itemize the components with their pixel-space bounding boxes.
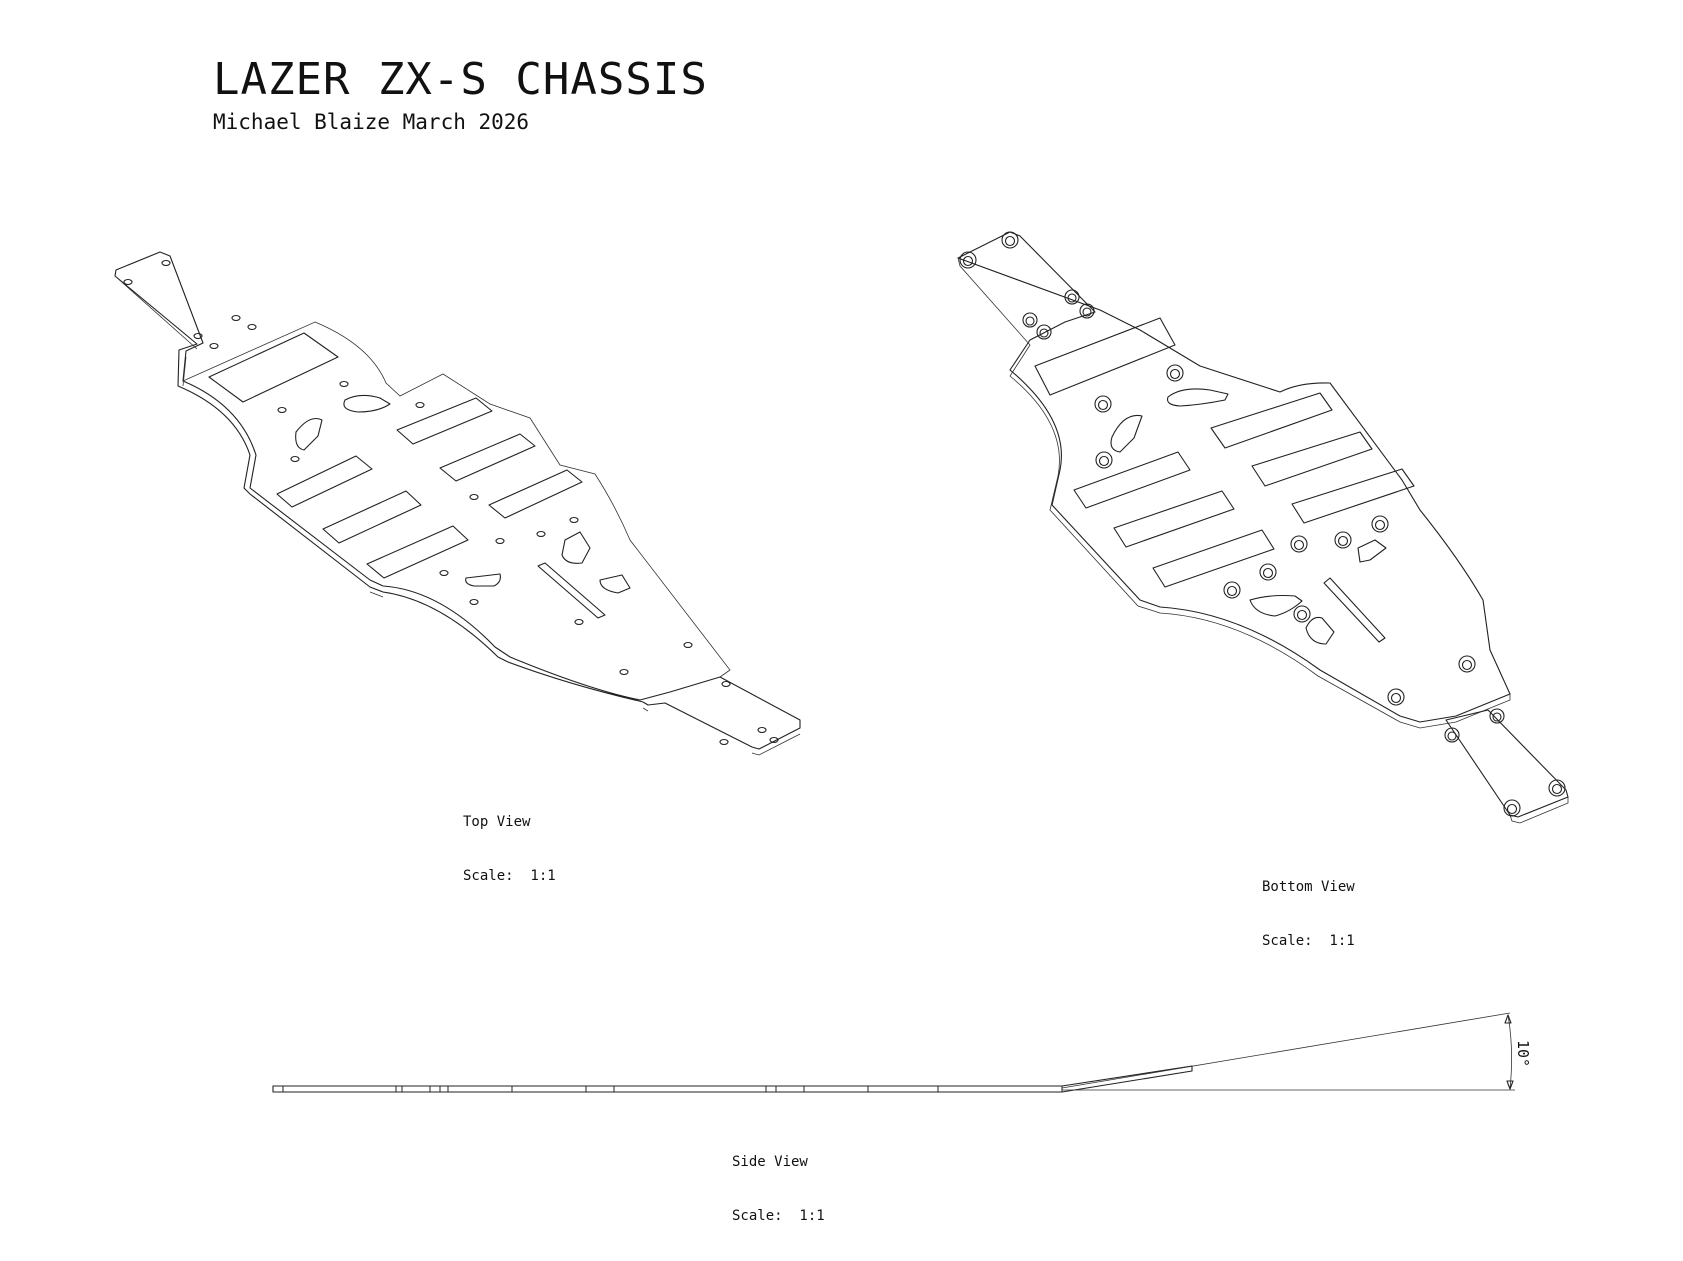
bottom-view-holes bbox=[959, 231, 1566, 817]
top-view-name: Top View bbox=[463, 814, 531, 830]
top-view-slots bbox=[208, 332, 631, 619]
side-view-caption: Side View Scale: 1:1 bbox=[732, 1117, 825, 1261]
bottom-view-scale: Scale: 1:1 bbox=[1262, 933, 1355, 949]
side-view-plate bbox=[272, 1065, 1193, 1093]
side-view-name: Side View bbox=[732, 1154, 808, 1170]
bottom-view-caption: Bottom View Scale: 1:1 bbox=[1262, 842, 1355, 986]
kick-angle-value: 10° bbox=[1514, 1040, 1532, 1067]
side-view-scale: Scale: 1:1 bbox=[732, 1208, 825, 1224]
top-view-chassis bbox=[114, 251, 801, 756]
bottom-view-rear-tab bbox=[1445, 709, 1569, 818]
side-view-chassis: 10° bbox=[272, 1012, 1532, 1093]
drawing-sheet: LAZER ZX-S CHASSIS Michael Blaize March … bbox=[114, 54, 1569, 1224]
bottom-view-name: Bottom View bbox=[1262, 879, 1355, 895]
top-view-holes bbox=[123, 259, 779, 746]
top-view-caption: Top View Scale: 1:1 bbox=[463, 777, 556, 921]
top-view-scale: Scale: 1:1 bbox=[463, 868, 556, 884]
bottom-view-slots bbox=[1034, 317, 1415, 645]
kick-angle-dimension: 10° bbox=[1061, 1012, 1532, 1091]
top-view-edge bbox=[114, 275, 801, 756]
bottom-view-chassis bbox=[957, 231, 1569, 824]
drawing-title: LAZER ZX-S CHASSIS bbox=[213, 54, 708, 105]
bottom-view-outline bbox=[957, 231, 1511, 723]
bottom-view-edge bbox=[957, 257, 1511, 729]
technical-drawing: 10° bbox=[114, 231, 1569, 1093]
side-view-feature-lines bbox=[282, 1086, 1063, 1092]
author-date-line: Michael Blaize March 2026 bbox=[213, 110, 530, 134]
top-view-edge-2 bbox=[182, 321, 731, 678]
top-view-outline bbox=[114, 251, 801, 750]
